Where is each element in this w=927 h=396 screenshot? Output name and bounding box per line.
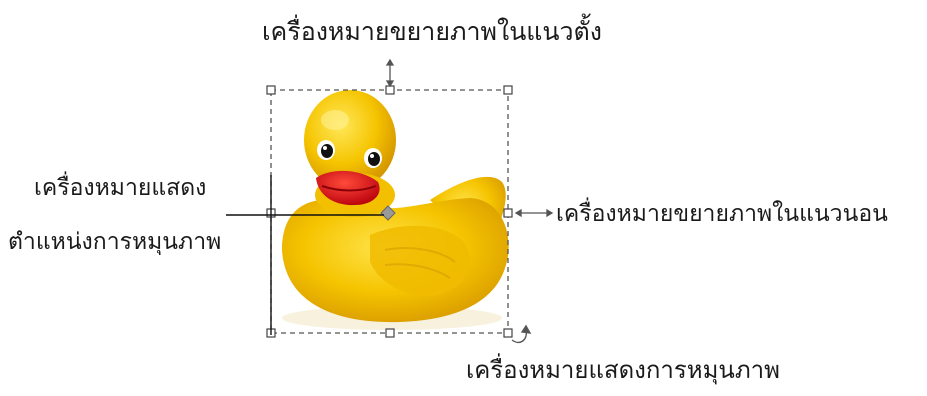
handle-bottom-center[interactable]: [386, 329, 394, 337]
rotation-handle-label: เครื่องหมายแสดงการหมุนภาพ: [466, 354, 780, 386]
handle-top-right[interactable]: [504, 86, 512, 94]
horizontal-scale-arrow-icon: [516, 210, 552, 216]
rotation-center-label-line2: ตำแหน่งการหมุนภาพ: [8, 226, 221, 258]
vertical-scale-handle-label: เครื่องหมายขยายภาพในแนวตั้ง: [262, 16, 602, 48]
horizontal-scale-handle-label: เครื่องหมายขยายภาพในแนวนอน: [556, 198, 888, 230]
rotation-arrow-icon: [512, 326, 530, 342]
vertical-scale-arrow-icon: [387, 60, 393, 86]
handle-middle-right[interactable]: [504, 209, 512, 217]
handle-bottom-right[interactable]: [504, 329, 512, 337]
rubber-duck-icon: [282, 90, 509, 330]
rotation-center-label-line1: เครื่องหมายแสดง: [34, 172, 206, 204]
handle-top-left[interactable]: [267, 86, 275, 94]
